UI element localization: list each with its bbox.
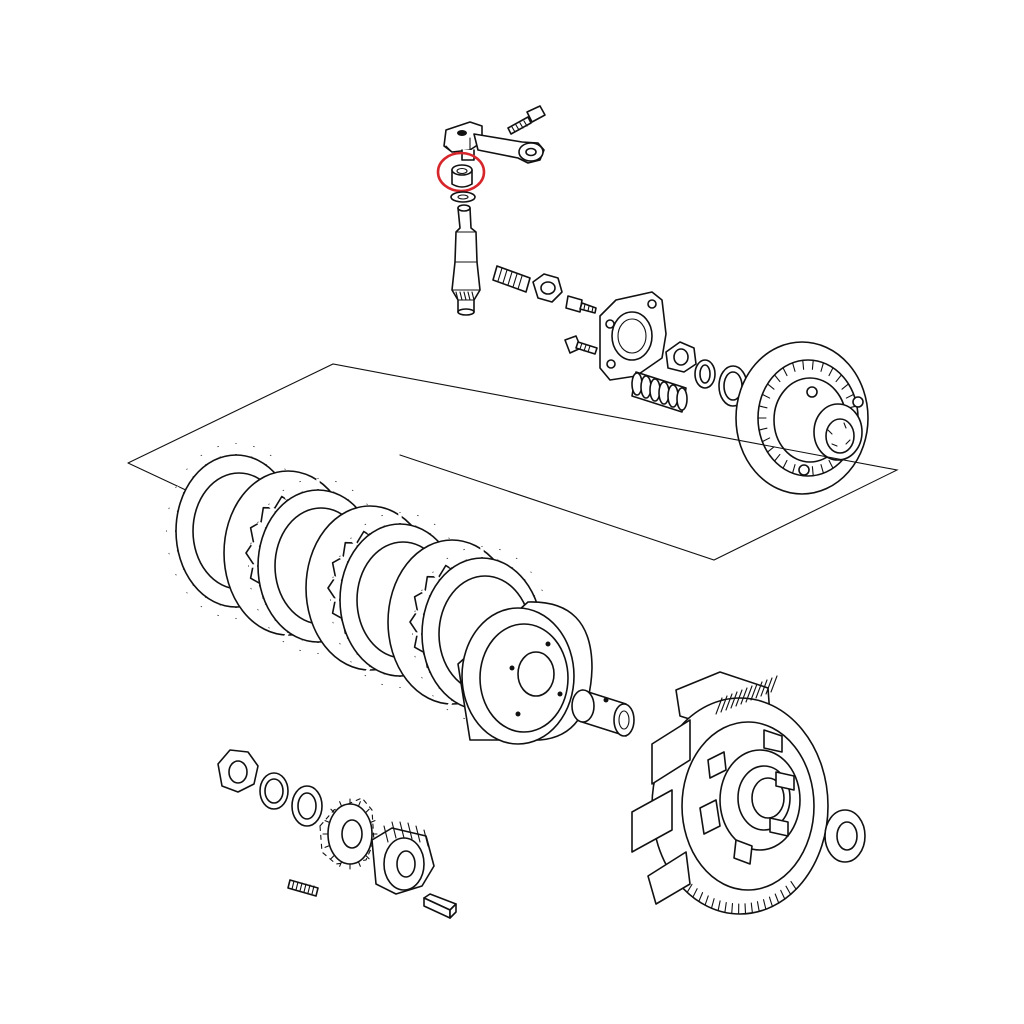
adjuster-spring[interactable] [492, 265, 531, 293]
small-coil-spring[interactable] [287, 879, 319, 897]
adjuster-nut[interactable] [532, 273, 563, 303]
release-arm-bolt[interactable] [507, 105, 546, 135]
release-arm-bushing[interactable] [451, 164, 473, 188]
sleeve-bushing[interactable] [571, 689, 635, 737]
plate-group-frame [127, 363, 899, 561]
lock-washer[interactable] [694, 359, 716, 389]
clutch-hub-nut[interactable] [665, 341, 697, 373]
release-shaft-washer[interactable] [450, 191, 476, 203]
primary-drive-nut[interactable] [217, 749, 259, 793]
woodruff-key[interactable] [423, 893, 457, 919]
primary-washer-1[interactable] [259, 772, 289, 810]
clutch-housing-basket[interactable] [631, 671, 829, 915]
cover-bolt[interactable] [564, 335, 598, 355]
clutch-release-arm[interactable] [443, 121, 545, 164]
drive-pinion-gear[interactable] [371, 821, 435, 895]
highlight-circle [436, 151, 486, 193]
housing-thrust-washer[interactable] [824, 809, 866, 863]
clutch-drum[interactable] [457, 601, 593, 745]
clutch-hub[interactable] [735, 341, 869, 495]
clutch-plate-stack[interactable] [166, 443, 552, 722]
clutch-release-shaft[interactable] [451, 204, 481, 316]
primary-washer-2[interactable] [291, 785, 323, 827]
primary-drive-gear[interactable] [319, 797, 378, 870]
clutch-springs[interactable] [631, 371, 688, 413]
adjuster-screw[interactable] [565, 295, 597, 314]
clutch-cover-plate[interactable] [599, 291, 667, 381]
